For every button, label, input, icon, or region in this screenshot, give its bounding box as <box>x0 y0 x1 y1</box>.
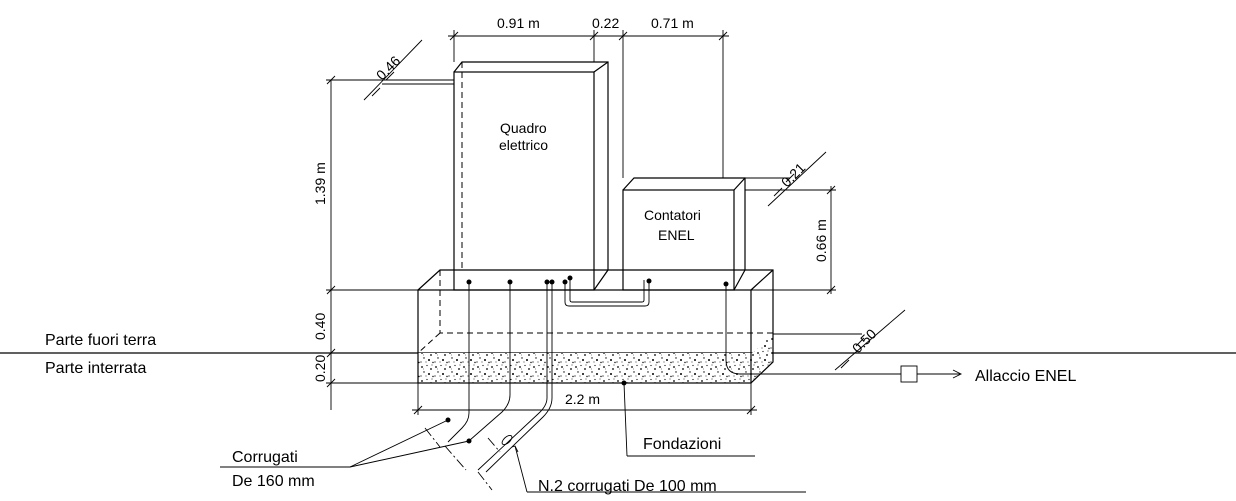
quadro-label-2: elettrico <box>499 137 548 153</box>
corrugati-label-1: Corrugati <box>232 449 298 466</box>
dim-contatori-depth: 0.21 <box>778 159 809 190</box>
dim-contatori-height: 0.66 m <box>813 219 829 262</box>
dimension-lines <box>326 30 906 415</box>
allaccio-line <box>775 365 963 383</box>
corrugati-label-2: De 160 mm <box>232 473 315 490</box>
dim-quadro-width: 0.91 m <box>497 15 540 31</box>
fondazioni-label: Fondazioni <box>643 436 721 453</box>
section-marks <box>424 427 513 491</box>
dim-quadro-height: 1.39 m <box>312 162 328 205</box>
conduits <box>445 275 775 473</box>
quadro-elettrico-box <box>453 61 609 291</box>
quadro-label-1: Quadro <box>500 120 547 136</box>
parte-fuori-terra-label: Parte fuori terra <box>45 332 156 349</box>
contatori-label-1: Contatori <box>644 207 701 223</box>
allaccio-label: Allaccio ENEL <box>975 368 1076 385</box>
corrugati-100-label: N.2 corrugati De 100 mm <box>538 478 717 495</box>
dim-contatori-width: 0.71 m <box>651 15 694 31</box>
dim-base-length: 2.2 m <box>565 391 600 407</box>
dim-gap: 0.22 <box>592 15 619 31</box>
dim-base-above: 0.40 <box>312 313 328 340</box>
dim-base-depth: 0.50 <box>849 325 880 356</box>
leader-lines <box>220 382 806 493</box>
contatori-label-2: ENEL <box>658 227 695 243</box>
dim-quadro-depth: 0.46 <box>373 52 404 83</box>
parte-interrata-label: Parte interrata <box>45 360 146 377</box>
dim-base-below: 0.20 <box>312 355 328 382</box>
